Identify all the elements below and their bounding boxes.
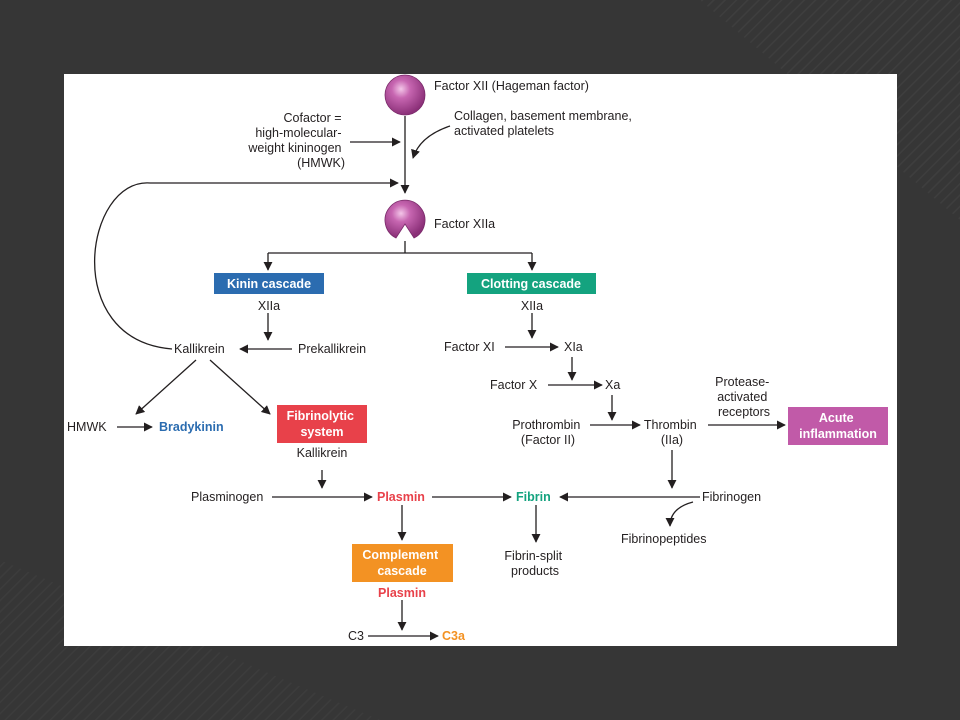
fibrin-label: Fibrin (516, 490, 551, 504)
acute-inflammation-label: Acute inflammation (799, 411, 877, 441)
fibrinogen-label: Fibrinogen (702, 490, 761, 504)
fibrinopeptides-label: Fibrinopeptides (621, 532, 706, 546)
complement-cascade-box (352, 544, 453, 582)
kinin-xiia-label: XIIa (258, 299, 280, 313)
factor-xiia-sphere-icon (384, 199, 426, 239)
clotting-cascade-box (467, 273, 596, 294)
bradykinin-label: Bradykinin (159, 420, 224, 434)
kinin-cascade-box (214, 273, 324, 294)
fibrinolytic-system-label: Fibrinolytic system (287, 409, 358, 439)
prekallikrein-label: Prekallikrein (298, 342, 366, 356)
fibrinolytic-system-box (277, 405, 367, 443)
clotting-xiia-label: XIIa (521, 299, 543, 313)
factor-xii-sphere-icon (384, 74, 426, 116)
factor-xi-label: Factor XI (444, 340, 495, 354)
factor-xiia-label: Factor XIIa (434, 217, 495, 231)
diagram-panel: Kinin cascade Clotting cascade Fibrinoly… (64, 74, 897, 646)
clotting-cascade-label: Clotting cascade (481, 277, 581, 291)
coagulation-diagram: Kinin cascade Clotting cascade Fibrinoly… (67, 74, 888, 643)
hmwk-label: HMWK (67, 420, 107, 434)
thrombin-label: Thrombin (IIa) (644, 418, 700, 447)
xia-label: XIa (564, 340, 583, 354)
c3a-label: C3a (442, 629, 466, 643)
factor-x-label: Factor X (490, 378, 538, 392)
plasminogen-label: Plasminogen (191, 490, 263, 504)
fibrin-split-products-label: Fibrin-split products (504, 549, 565, 578)
xa-label: Xa (605, 378, 620, 392)
prothrombin-label: Prothrombin (Factor II) (512, 418, 584, 447)
kallikrein-2-label: Kallikrein (297, 446, 348, 460)
collagen-label: Collagen, basement membrane, activated p… (454, 109, 635, 138)
acute-inflammation-box (788, 407, 888, 445)
protease-receptors-label: Protease- activated receptors (715, 375, 773, 419)
kinin-cascade-label: Kinin cascade (227, 277, 311, 291)
kallikrein-label: Kallikrein (174, 342, 225, 356)
complement-cascade-label: Complement cascade (362, 548, 441, 578)
plasmin-label: Plasmin (377, 490, 425, 504)
c3-label: C3 (348, 629, 364, 643)
plasmin-2-label: Plasmin (378, 586, 426, 600)
connector-lines (94, 116, 786, 641)
factor-xii-label: Factor XII (Hageman factor) (434, 79, 589, 93)
cofactor-label: Cofactor = high-molecular- weight kinino… (247, 111, 345, 170)
